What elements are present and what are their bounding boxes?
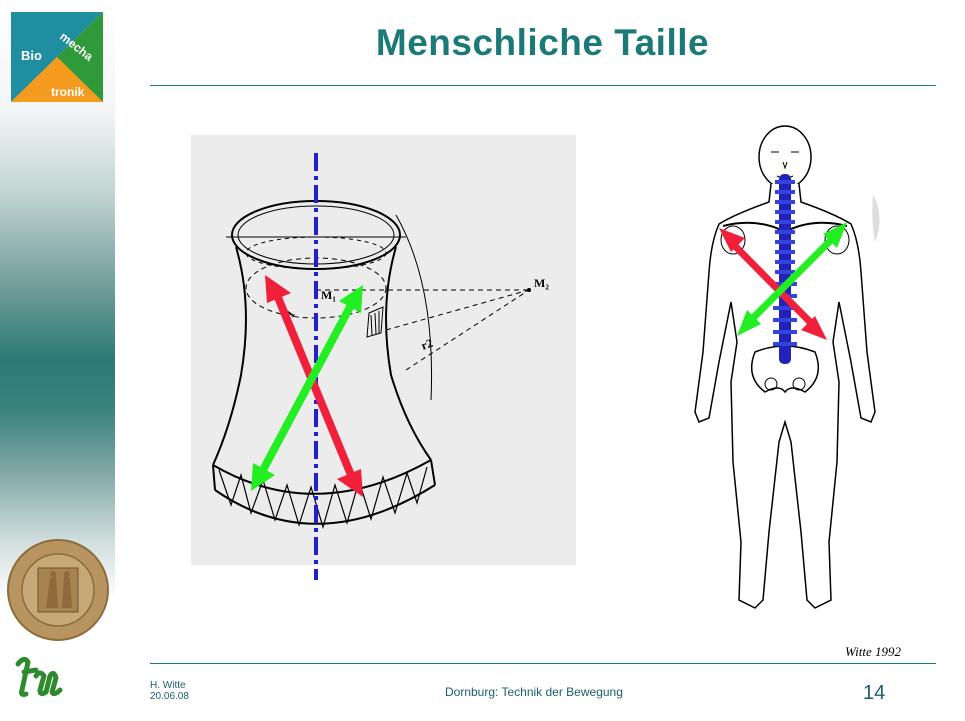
label-m2: M₂	[534, 276, 549, 290]
footer-divider	[150, 663, 936, 664]
footer-title: Dornburg: Technik der Bewegung	[445, 685, 623, 699]
label-m1: M₁	[321, 288, 336, 302]
title-divider	[150, 85, 936, 86]
slide-title: Menschliche Taille	[150, 22, 935, 64]
footer-date: 20.06.08	[150, 691, 189, 702]
logo-word-bio: Bio	[21, 48, 42, 63]
logo-word-tronik: tronik	[51, 85, 85, 99]
tu-logo-icon	[10, 650, 70, 700]
footer-author-block: H. Witte 20.06.08	[150, 680, 189, 702]
figure-credit: Witte 1992	[845, 644, 901, 660]
human-body-figure	[675, 122, 895, 627]
waist-model-figure: M₂ M₁ r1 r2	[191, 135, 576, 565]
biomechatronik-logo-icon: Bio mecha tronik	[11, 12, 103, 102]
university-seal-icon	[6, 538, 110, 642]
page-number: 14	[863, 682, 885, 705]
footer-author: H. Witte	[150, 680, 189, 691]
